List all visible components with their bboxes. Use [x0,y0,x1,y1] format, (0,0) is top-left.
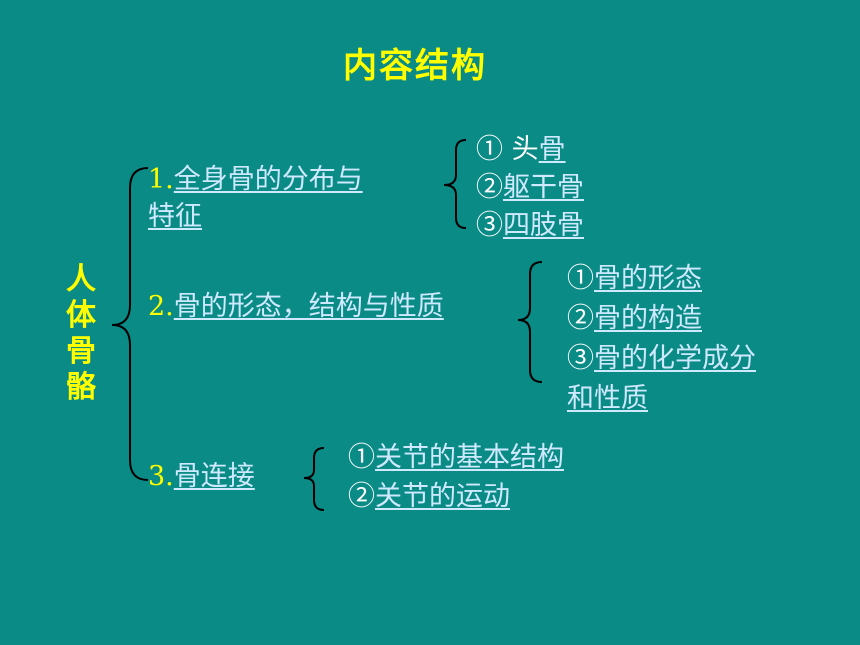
branch-2-link[interactable]: 骨的形态，结构与性质 [173,291,444,322]
item-link[interactable]: 骨的形态 [594,263,702,294]
branch-3-number: 3. [148,461,174,492]
branch-1: 1.全身骨的分布与 [148,163,363,196]
item-link-line2[interactable]: 和性质 [567,383,648,414]
item-number: ③ [476,210,503,241]
item-link[interactable]: 骨的构造 [594,303,702,334]
branch-1-link-line2[interactable]: 特征 [148,201,202,232]
branch-1-number: 1. [148,164,174,195]
branch-2-number: 2. [148,291,174,322]
branch-1-link[interactable]: 全身骨的分布与 [173,164,363,195]
item-number: ① [348,442,375,473]
branch-2-brace [517,261,543,383]
item-number: ③ [567,343,594,374]
branch-2-item-3: ③骨的化学成分 [567,342,756,375]
branch-1-brace [443,139,467,229]
root-label: 人体骨骼 [66,262,96,405]
branch-3-link[interactable]: 骨连接 [173,461,255,492]
item-link[interactable]: 躯干骨 [503,172,584,203]
item-link[interactable]: 骨的化学成分 [594,343,756,374]
branch-3-brace [303,447,325,511]
branch-3: 3.骨连接 [148,460,255,493]
item-link[interactable]: 关节的运动 [375,481,510,512]
item-number: ① [476,134,503,165]
branch-3-item-2: ②关节的运动 [348,480,510,513]
item-number: ① [567,263,594,294]
root-brace [111,167,149,481]
page-title: 内容结构 [343,46,487,86]
item-number: ② [567,303,594,334]
branch-2-item-1: ①骨的形态 [567,262,702,295]
item-link[interactable]: 四肢骨 [503,210,584,241]
item-text: 头 [503,134,539,165]
item-link[interactable]: 骨 [538,134,566,165]
item-number: ② [476,172,503,203]
branch-1-item-1: ① 头骨 [476,133,566,166]
item-number: ② [348,481,375,512]
branch-1-item-3: ③四肢骨 [476,209,584,242]
branch-2-item-3-line2: 和性质 [567,382,648,415]
item-link[interactable]: 关节的基本结构 [375,442,564,473]
branch-2: 2.骨的形态，结构与性质 [148,290,444,323]
branch-2-item-2: ②骨的构造 [567,302,702,335]
branch-3-item-1: ①关节的基本结构 [348,441,564,474]
branch-1-item-2: ②躯干骨 [476,171,584,204]
